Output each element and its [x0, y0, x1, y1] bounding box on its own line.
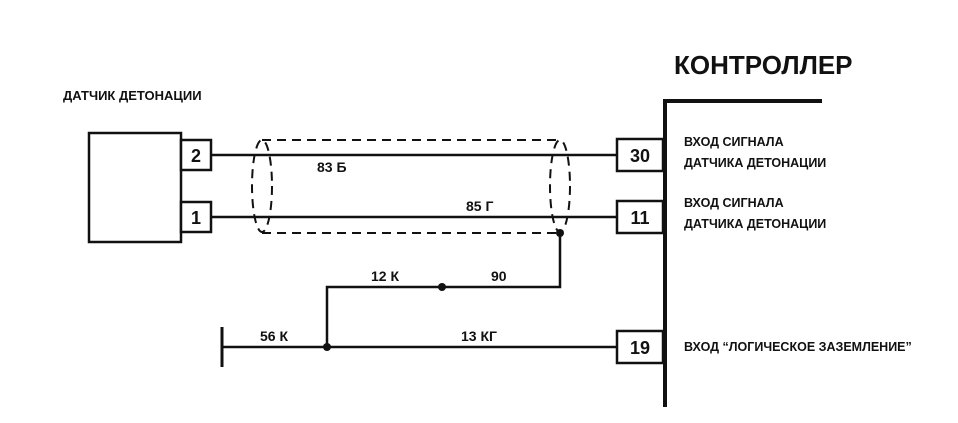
sensor-pin-2-label: 2	[191, 146, 201, 166]
controller-pin-11: 11	[615, 199, 665, 235]
splice-dot	[438, 283, 446, 291]
controller-pin-19-number: 19	[630, 338, 650, 358]
pin-30-desc-line2: ДАТЧИКА ДЕТОНАЦИИ	[684, 156, 826, 170]
shield-junction-dot	[556, 229, 564, 237]
sensor-body	[87, 131, 183, 244]
pin-30-desc-line1: ВХОД СИГНАЛА	[684, 135, 784, 149]
wire-12-label: 12 К	[371, 268, 399, 284]
controller-pin-11-number: 11	[630, 208, 649, 228]
pin-11-desc-line2: ДАТЧИКА ДЕТОНАЦИИ	[684, 217, 826, 231]
controller-bus	[663, 99, 822, 407]
wire-90-label: 90	[491, 268, 507, 284]
wire-56-label: 56 К	[260, 328, 288, 344]
sensor-pin-1: 1	[179, 200, 213, 234]
pin-19-desc: ВХОД “ЛОГИЧЕСКОЕ ЗАЗЕМЛЕНИЕ”	[684, 340, 912, 354]
controller-pin-30: 30	[615, 137, 665, 173]
controller-title: КОНТРОЛЛЕР	[674, 50, 853, 80]
wire-83-label: 83 Б	[317, 159, 347, 175]
controller-pin-30-number: 30	[630, 146, 650, 166]
sensor-pin-2: 2	[179, 138, 213, 172]
controller-pin-19: 19	[615, 329, 665, 365]
wire-13-label: 13 КГ	[461, 328, 497, 344]
wire-85-label: 85 Г	[466, 198, 493, 214]
sensor-title: ДАТЧИК ДЕТОНАЦИИ	[63, 88, 202, 103]
pin-11-desc-line1: ВХОД СИГНАЛА	[684, 196, 784, 210]
sensor-pin-1-label: 1	[191, 208, 201, 228]
